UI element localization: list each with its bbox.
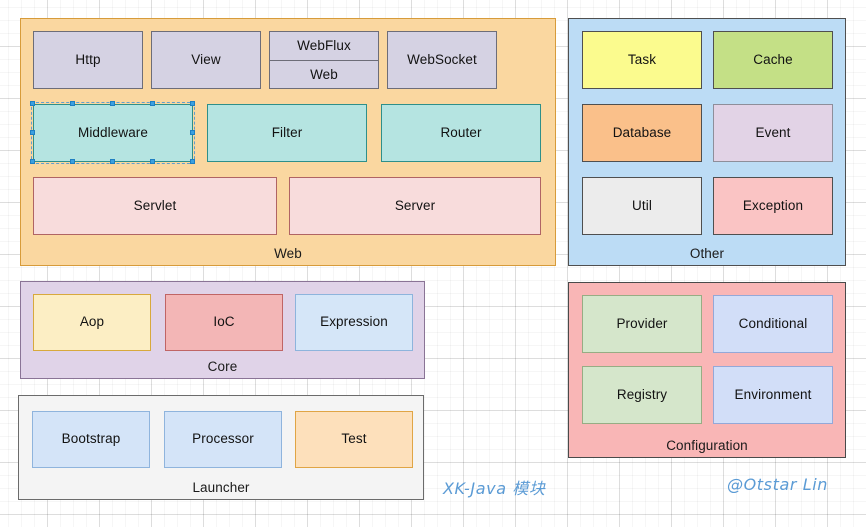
box-http[interactable]: Http	[33, 31, 143, 89]
box-web-sub[interactable]: Web	[270, 59, 378, 89]
box-view[interactable]: View	[151, 31, 261, 89]
selection-handle-n-mid-right[interactable]	[150, 101, 155, 106]
box-websocket[interactable]: WebSocket	[387, 31, 497, 89]
group-label-launcher: Launcher	[192, 480, 250, 495]
box-conditional[interactable]: Conditional	[713, 295, 833, 353]
box-webflux-web-stack[interactable]: WebFlux Web	[269, 31, 379, 89]
box-ioc[interactable]: IoC	[165, 294, 283, 351]
selection-handle-s-mid-left[interactable]	[70, 159, 75, 164]
selection-handle-sw[interactable]	[30, 159, 35, 164]
box-task[interactable]: Task	[582, 31, 702, 89]
group-panel-core[interactable]: Aop IoC Expression Core	[20, 281, 425, 379]
group-panel-launcher[interactable]: Bootstrap Processor Test Launcher	[18, 395, 424, 500]
box-router[interactable]: Router	[381, 104, 541, 162]
box-test[interactable]: Test	[295, 411, 413, 468]
box-filter[interactable]: Filter	[207, 104, 367, 162]
watermark-otstar-lin: @Otstar Lin	[727, 475, 829, 494]
group-label-other: Other	[689, 246, 725, 261]
box-aop[interactable]: Aop	[33, 294, 151, 351]
box-server[interactable]: Server	[289, 177, 541, 235]
selection-handle-s[interactable]	[110, 159, 115, 164]
group-panel-web[interactable]: Http View WebFlux Web WebSocket Middlewa…	[20, 18, 556, 266]
group-panel-configuration[interactable]: Provider Conditional Registry Environmen…	[568, 282, 846, 458]
box-environment[interactable]: Environment	[713, 366, 833, 424]
box-processor[interactable]: Processor	[164, 411, 282, 468]
watermark-xk-java: XK-Java 模块	[443, 479, 546, 498]
selection-handle-w[interactable]	[30, 130, 35, 135]
selection-handle-n[interactable]	[110, 101, 115, 106]
selection-handle-s-mid-right[interactable]	[150, 159, 155, 164]
selection-handle-n-mid-left[interactable]	[70, 101, 75, 106]
group-label-web: Web	[274, 246, 302, 261]
box-middleware[interactable]: Middleware	[31, 102, 195, 164]
group-label-configuration: Configuration	[666, 438, 748, 453]
selection-handle-nw[interactable]	[30, 101, 35, 106]
selection-handle-e[interactable]	[190, 130, 195, 135]
group-label-core: Core	[207, 359, 238, 374]
box-registry[interactable]: Registry	[582, 366, 702, 424]
box-database[interactable]: Database	[582, 104, 702, 162]
box-util[interactable]: Util	[582, 177, 702, 235]
box-provider[interactable]: Provider	[582, 295, 702, 353]
selection-handle-ne[interactable]	[190, 101, 195, 106]
box-exception[interactable]: Exception	[713, 177, 833, 235]
box-cache[interactable]: Cache	[713, 31, 833, 89]
box-bootstrap[interactable]: Bootstrap	[32, 411, 150, 468]
group-panel-other[interactable]: Task Cache Database Event Util Exception…	[568, 18, 846, 266]
box-event[interactable]: Event	[713, 104, 833, 162]
box-webflux[interactable]: WebFlux	[297, 38, 351, 54]
box-expression[interactable]: Expression	[295, 294, 413, 351]
selection-handle-se[interactable]	[190, 159, 195, 164]
box-servlet[interactable]: Servlet	[33, 177, 277, 235]
